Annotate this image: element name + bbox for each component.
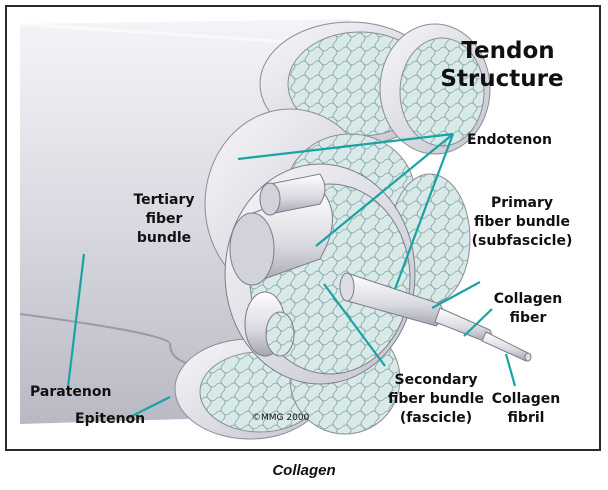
- label-collagen-fiber-2: fiber: [510, 310, 547, 326]
- label-endotenon: Endotenon: [467, 132, 552, 148]
- label-secondary-1: Secondary: [395, 372, 478, 388]
- label-secondary-2: fiber bundle: [388, 391, 484, 407]
- figure-frame: Tendon Structure Endotenon Tertiary fibe…: [5, 5, 601, 451]
- tendon-structure-diagram: Tendon Structure Endotenon Tertiary fibe…: [20, 14, 600, 444]
- copyright-text: ©MMG 2000: [252, 413, 310, 423]
- label-epitenon: Epitenon: [75, 411, 145, 427]
- label-tertiary-2: fiber: [146, 211, 183, 227]
- label-secondary-3: (fascicle): [400, 410, 472, 426]
- collagen-fibril-leader: [506, 354, 515, 386]
- label-primary-1: Primary: [491, 195, 553, 211]
- label-collagen-fibril-2: fibril: [508, 410, 545, 426]
- diagram-title-line2: Structure: [440, 66, 563, 92]
- label-paratenon: Paratenon: [30, 384, 111, 400]
- label-primary-3: (subfascicle): [472, 233, 573, 249]
- label-tertiary-3: bundle: [137, 230, 191, 246]
- label-collagen-fibril-1: Collagen: [492, 391, 560, 407]
- label-tertiary-1: Tertiary: [133, 192, 194, 208]
- label-primary-2: fiber bundle: [474, 214, 570, 230]
- figure-caption: Collagen: [0, 462, 608, 479]
- diagram-title-line1: Tendon: [461, 38, 554, 64]
- label-collagen-fiber-1: Collagen: [494, 291, 562, 307]
